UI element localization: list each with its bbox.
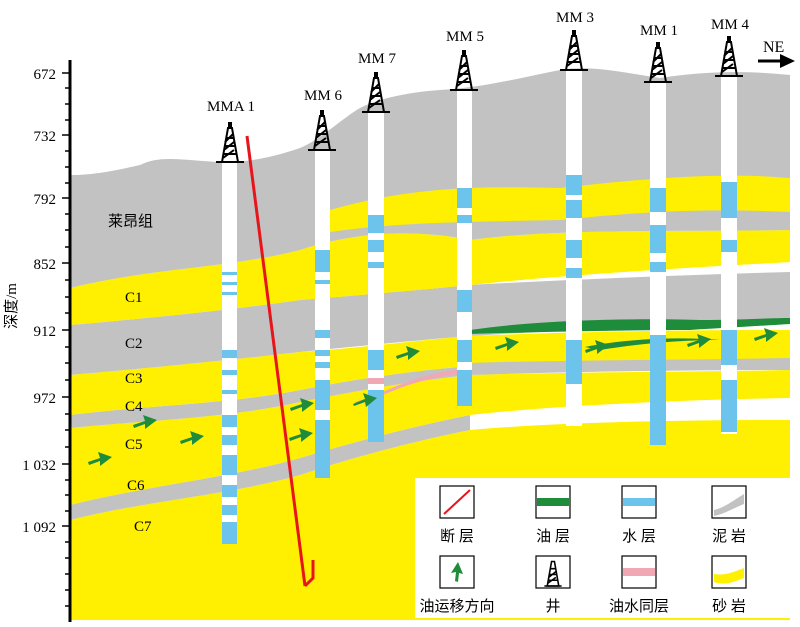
well-label: MMA 1 bbox=[207, 99, 255, 115]
derrick-icon bbox=[215, 121, 245, 163]
layer-c2-mudstone bbox=[70, 272, 790, 375]
legend: 断 层 油 层 水 层 泥 岩 油运移方向 bbox=[415, 478, 790, 618]
legend-item-fault: 断 层 bbox=[439, 485, 475, 545]
derrick-icon bbox=[449, 49, 479, 91]
derrick-icon bbox=[559, 29, 589, 71]
layer-c5-sandstone bbox=[70, 370, 790, 505]
layer-label-c3: C3 bbox=[125, 371, 143, 387]
layer-label-c5: C5 bbox=[125, 437, 143, 453]
oil-water-layer-icon bbox=[623, 568, 655, 576]
legend-item-water: 水 层 bbox=[621, 485, 657, 545]
legend-item-well: 井 bbox=[535, 555, 571, 615]
depth-tick-label: 672 bbox=[34, 67, 57, 83]
layer-c5-mud-wedge bbox=[470, 358, 790, 375]
well-mm3: MM 3 bbox=[556, 10, 594, 426]
migration-arrow-icon bbox=[180, 431, 204, 445]
depth-axis-title: 深度/m bbox=[3, 283, 20, 329]
migration-arrow-icon bbox=[353, 393, 377, 407]
legend-item-oil: 油 层 bbox=[535, 485, 571, 545]
layer-label-c6: C6 bbox=[127, 478, 145, 494]
legend-label: 油运移方向 bbox=[419, 598, 494, 615]
well-label: MM 5 bbox=[446, 29, 484, 45]
depth-tick-label: 792 bbox=[34, 192, 57, 208]
migration-arrow-icon bbox=[687, 334, 711, 348]
layer-label-c4: C4 bbox=[125, 399, 143, 415]
legend-label: 井 bbox=[545, 598, 560, 615]
wells: MMA 1 MM 6 MM 7 bbox=[207, 10, 749, 544]
depth-tick-label: 912 bbox=[34, 324, 57, 340]
upper-sand-lens-2 bbox=[300, 250, 790, 300]
legend-label: 泥 岩 bbox=[712, 528, 746, 545]
water-layer-icon bbox=[623, 498, 655, 506]
well-label: MM 1 bbox=[640, 23, 678, 39]
well-label: MM 3 bbox=[556, 10, 594, 26]
fault-icon bbox=[443, 489, 471, 515]
migration-arrow-icon bbox=[88, 452, 112, 466]
layer-labels: 莱昂组 C1 C2 C3 C4 C5 C6 C7 bbox=[108, 213, 153, 535]
well-mm5: MM 5 bbox=[446, 29, 484, 406]
well-mm7: MM 7 bbox=[358, 51, 396, 442]
well-label: MM 6 bbox=[304, 88, 342, 104]
sandstone-icon bbox=[714, 568, 744, 584]
well-label: MM 4 bbox=[711, 17, 749, 33]
legend-item-migration: 油运移方向 bbox=[419, 555, 495, 615]
legend-label: 砂 岩 bbox=[712, 598, 746, 615]
mudstone-icon bbox=[714, 494, 744, 516]
depth-tick-label: 732 bbox=[34, 129, 57, 145]
migration-arrow-icon bbox=[396, 346, 420, 360]
migration-arrow-icon bbox=[585, 340, 609, 354]
depth-tick-label: 1 032 bbox=[22, 458, 56, 474]
derrick-icon bbox=[643, 41, 673, 83]
migration-arrow-icon bbox=[754, 328, 778, 342]
well-mm6: MM 6 bbox=[304, 88, 342, 478]
oil-layer-icon bbox=[537, 498, 569, 506]
arrow-right-icon bbox=[780, 54, 795, 68]
migration-arrow-icon bbox=[289, 428, 313, 442]
layer-label-c7: C7 bbox=[134, 519, 152, 535]
fault-line bbox=[245, 135, 315, 588]
migration-arrow-icon bbox=[451, 562, 463, 582]
migration-arrow-icon bbox=[133, 415, 157, 429]
layer-label-c1: C1 bbox=[125, 290, 143, 306]
oil-layer-band-lower bbox=[585, 338, 720, 350]
derrick-icon bbox=[714, 35, 744, 77]
depth-axis: 672 732 792 852 912 972 1 032 1 092 深度/m bbox=[3, 60, 72, 622]
legend-label: 断 层 bbox=[440, 528, 474, 545]
layer-c3-sandstone bbox=[70, 330, 790, 415]
legend-item-oil-water: 油水同层 bbox=[609, 555, 669, 615]
direction-indicator: NE bbox=[758, 39, 795, 68]
migration-arrow-icon bbox=[290, 398, 314, 412]
layer-label-c2: C2 bbox=[125, 336, 143, 352]
derrick-icon bbox=[544, 560, 562, 587]
well-mm4: MM 4 bbox=[711, 17, 749, 434]
upper-sand-lens-1 bbox=[330, 175, 790, 232]
formation-label: 莱昂组 bbox=[108, 213, 153, 230]
legend-item-mudstone: 泥 岩 bbox=[711, 485, 747, 545]
well-mma1: MMA 1 bbox=[207, 99, 255, 544]
depth-tick-label: 852 bbox=[34, 257, 57, 273]
well-mm1: MM 1 bbox=[640, 23, 678, 445]
migration-arrow-icon bbox=[495, 337, 519, 351]
migration-arrows bbox=[88, 328, 778, 466]
direction-label: NE bbox=[763, 39, 784, 56]
oil-layer-band bbox=[470, 318, 790, 334]
legend-label: 水 层 bbox=[622, 528, 656, 545]
depth-tick-label: 1 092 bbox=[22, 520, 56, 536]
depth-tick-label: 972 bbox=[34, 391, 57, 407]
well-label: MM 7 bbox=[358, 51, 396, 67]
legend-label: 油水同层 bbox=[609, 598, 669, 615]
legend-item-sandstone: 砂 岩 bbox=[711, 555, 747, 615]
formation-upper-mudstone bbox=[70, 68, 790, 288]
legend-label: 油 层 bbox=[536, 528, 570, 545]
